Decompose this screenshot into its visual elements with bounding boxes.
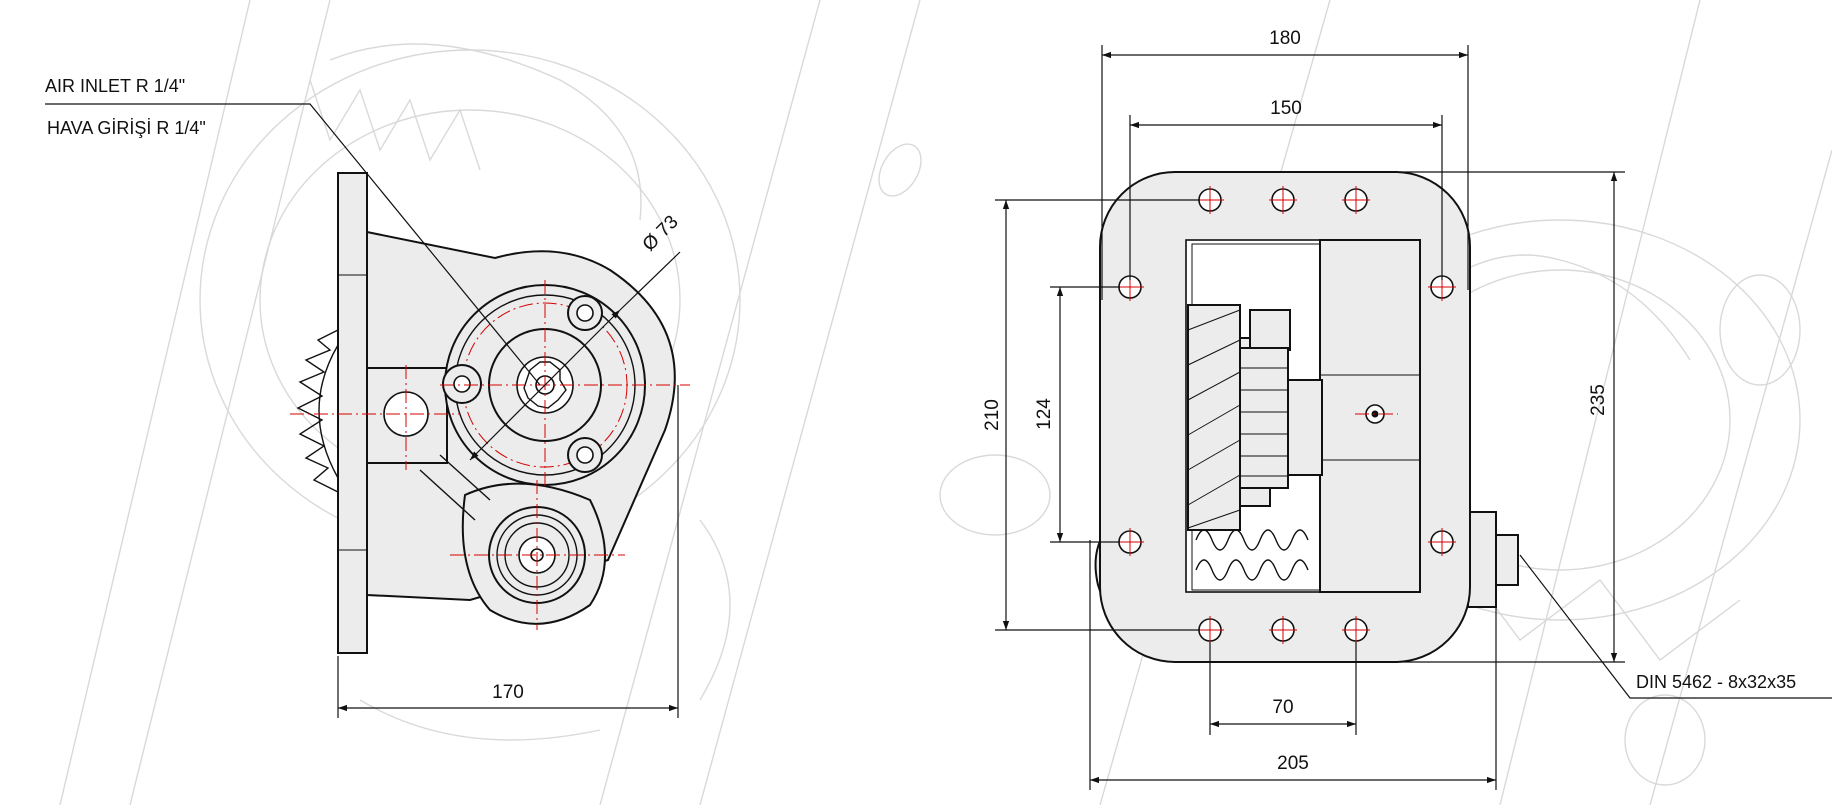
dim-70-label: 70 bbox=[1272, 697, 1293, 718]
mounting-flange bbox=[337, 172, 368, 654]
spring bbox=[1195, 529, 1309, 551]
dim-235-label: 235 bbox=[1588, 384, 1609, 416]
dim-210-label: 210 bbox=[982, 399, 1003, 431]
dim-124-label: 124 bbox=[1034, 398, 1055, 430]
shaft-spec-leader bbox=[1519, 554, 1832, 699]
front-view: 180 150 210 124 235 70 205 DIN 5462 bbox=[982, 28, 1832, 790]
dim-150-label: 150 bbox=[1270, 98, 1302, 119]
air-inlet-label-en: AIR INLET R 1/4" bbox=[45, 76, 185, 96]
spur-gear-top bbox=[1249, 309, 1291, 351]
helical-gear bbox=[1187, 304, 1241, 531]
side-view: Ø 73 AIR INLET R 1/4" HAVA GİRİŞİ R 1/4"… bbox=[45, 76, 690, 718]
air-inlet-leader bbox=[45, 103, 541, 386]
spur-gear bbox=[1239, 347, 1289, 489]
mounting-bolts bbox=[1116, 186, 1456, 644]
shaft-spec-label: DIN 5462 - 8x32x35 bbox=[1636, 672, 1796, 692]
diameter-73-line bbox=[469, 309, 621, 461]
air-inlet-label-tr: HAVA GİRİŞİ R 1/4" bbox=[47, 118, 206, 138]
dim-205-label: 205 bbox=[1277, 753, 1309, 774]
diameter-73-label: Ø 73 bbox=[639, 212, 683, 256]
gear-teeth bbox=[296, 329, 339, 493]
background-sketch bbox=[59, 0, 1832, 806]
dim-180-label: 180 bbox=[1269, 28, 1301, 49]
output-shaft-housing bbox=[1467, 511, 1497, 608]
output-shaft bbox=[1495, 534, 1519, 586]
dim-170-label: 170 bbox=[492, 682, 524, 703]
